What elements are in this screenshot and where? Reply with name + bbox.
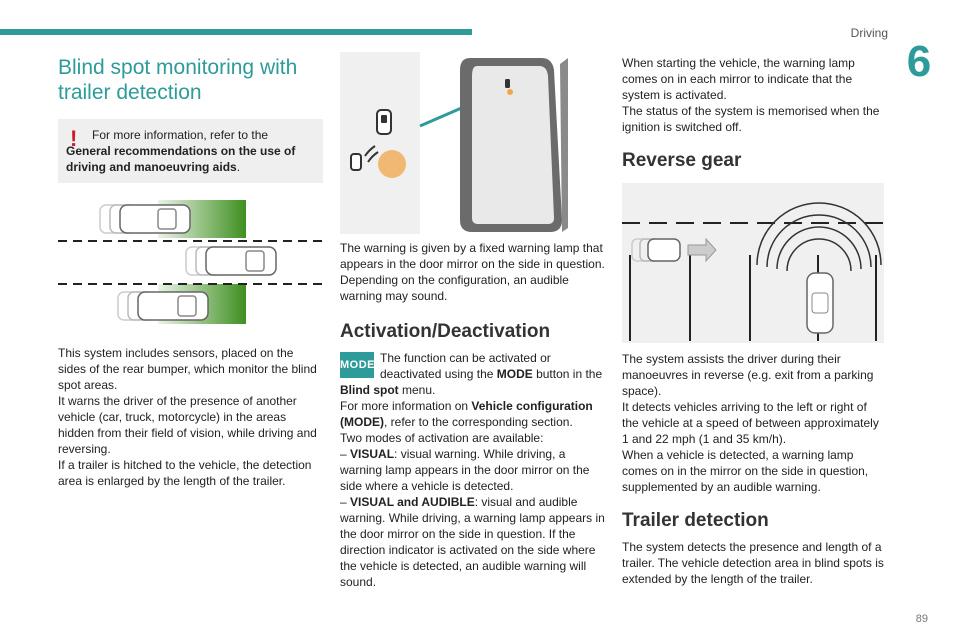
heading-activation: Activation/Deactivation	[340, 321, 551, 342]
top-accent-bar	[0, 29, 472, 35]
description-para-3: If a trailer is hitched to the vehicle, …	[58, 458, 312, 488]
reverse-text-1: The system assists the driver during the…	[622, 352, 874, 398]
car-lower	[117, 291, 209, 321]
panel-background	[340, 52, 420, 234]
warning-lamp-panel	[350, 109, 406, 178]
warning-text: The warning is given by a fixed warning …	[340, 241, 605, 303]
arrow-right-icon	[687, 237, 717, 263]
section-header: Driving	[850, 26, 888, 40]
column-right: When starting the vehicle, the warning l…	[622, 55, 884, 587]
note-link-text: General recommendations on the use of dr…	[66, 144, 296, 174]
door-mirror-illustration	[340, 52, 580, 234]
reversing-car-icon	[806, 272, 834, 334]
info-note: ! For more information, refer to the Gen…	[58, 119, 323, 183]
description-para-2: It warns the driver of the presence of a…	[58, 394, 317, 456]
memorise-text: The status of the system is memorised wh…	[622, 104, 880, 134]
config-info-text: For more information on Vehicle configur…	[340, 399, 593, 429]
mirror-housing	[460, 58, 568, 232]
mode-button-icon: MODE	[340, 352, 375, 378]
car-middle	[185, 246, 277, 276]
blind-spot-zones-illustration	[58, 200, 323, 324]
startup-text: When starting the vehicle, the warning l…	[622, 56, 855, 102]
reverse-parking-illustration	[622, 183, 884, 343]
lamp-glow-icon	[378, 150, 406, 178]
reverse-text-2: It detects vehicles arriving to the left…	[622, 400, 879, 446]
reverse-text-3: When a vehicle is detected, a warning la…	[622, 448, 869, 494]
activation-block: MODE The function can be activated or de…	[340, 350, 605, 590]
page-number: 89	[915, 613, 928, 625]
heading-trailer-detection: Trailer detection	[622, 510, 769, 531]
chapter-number: 6	[906, 37, 932, 86]
mode-visual: – VISUAL: visual warning. While driving,…	[340, 447, 590, 493]
heading-reverse-gear: Reverse gear	[622, 150, 742, 171]
note-text: For more information, refer to the Gener…	[66, 128, 296, 174]
page-title: Blind spot monitoring with trailer detec…	[58, 56, 298, 104]
detection-arcs	[756, 202, 882, 272]
column-left: Blind spot monitoring with trailer detec…	[58, 55, 323, 489]
mode-visual-audible: – VISUAL and AUDIBLE: visual and audible…	[340, 495, 605, 589]
warning-exclamation-icon: !	[70, 126, 78, 151]
activation-text: The function can be activated or deactiv…	[340, 351, 603, 397]
approaching-car-icon	[631, 238, 681, 262]
trailer-text: The system detects the presence and leng…	[622, 540, 884, 586]
description-para-1: This system includes sensors, placed on …	[58, 346, 317, 392]
column-middle: The warning is given by a fixed warning …	[340, 52, 605, 590]
car-upper	[99, 204, 191, 234]
modes-intro: Two modes of activation are available:	[340, 431, 544, 445]
